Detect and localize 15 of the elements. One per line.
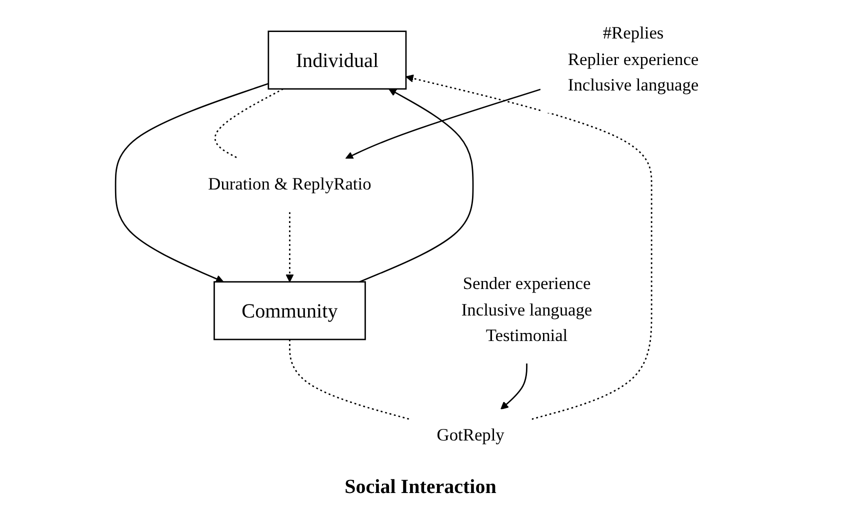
arrow (114, 82, 268, 283)
arrow (405, 74, 652, 420)
node-text: GotReply (436, 426, 504, 445)
diagram-label: Social Interaction (344, 476, 496, 498)
node-text: #Replies Replier experience Inclusive language (568, 24, 698, 96)
node-box: Community (213, 281, 366, 340)
arrow (500, 363, 528, 410)
connector (214, 88, 284, 160)
arrow (285, 212, 294, 282)
arrow (358, 88, 474, 282)
arrow (344, 88, 540, 160)
node-box: Individual (267, 30, 406, 90)
node-text: Sender experience Inclusive language Testimonial (461, 274, 592, 346)
node-text: Duration & ReplyRatio (208, 175, 371, 194)
connector (288, 339, 410, 420)
